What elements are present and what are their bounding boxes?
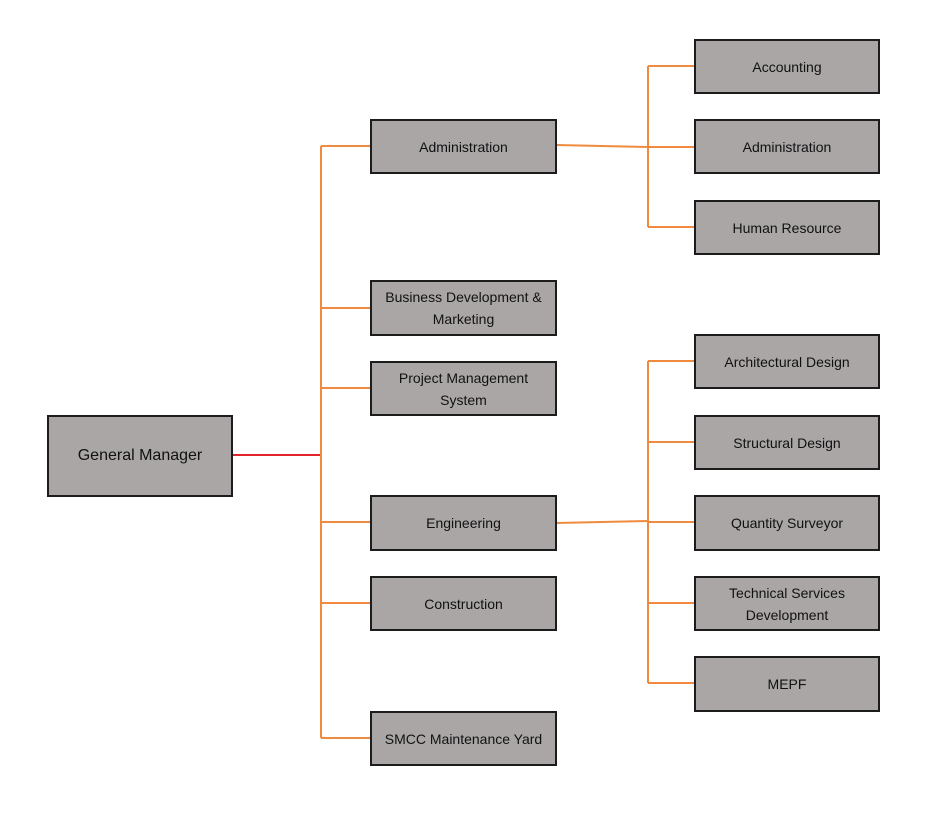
unit-label: Accounting (752, 58, 822, 75)
department-administration: Administration (370, 119, 557, 174)
engineering-link (555, 520, 649, 524)
department-label: Business Development & Marketing (385, 289, 542, 327)
department-label: Construction (424, 595, 503, 612)
unit-quantity-surveyor: Quantity Surveyor (694, 495, 880, 551)
unit-technical-services-development: Technical Services Development (694, 576, 880, 631)
department-label: Engineering (426, 515, 501, 531)
unit-structural-design: Structural Design (694, 415, 880, 470)
department-project-management-system: Project Management System (370, 361, 557, 416)
department-construction: Construction (370, 576, 557, 631)
department-label: SMCC Maintenance Yard (384, 730, 543, 747)
unit-label: Architectural Design (724, 353, 850, 370)
unit-architectural-design: Architectural Design (694, 334, 880, 389)
unit-label: Technical Services Development (729, 584, 845, 623)
department-smcc-maintenance-yard: SMCC Maintenance Yard (370, 711, 557, 766)
administration-link (555, 144, 649, 148)
department-engineering: Engineering (370, 495, 557, 551)
general-manager-box: General Manager (47, 415, 233, 497)
unit-label: Structural Design (733, 434, 841, 451)
unit-label: Administration (742, 138, 832, 155)
department-label: Project Management System (398, 369, 529, 408)
unit-human-resource: Human Resource (694, 200, 880, 255)
unit-administration: Administration (694, 119, 880, 174)
general-manager-label: General Manager (77, 447, 203, 464)
department-label: Administration (419, 138, 508, 155)
unit-label: MEPF (767, 676, 807, 692)
unit-accounting: Accounting (694, 39, 880, 94)
unit-label: Quantity Surveyor (730, 515, 844, 531)
unit-mepf: MEPF (694, 656, 880, 712)
unit-label: Human Resource (732, 219, 842, 236)
department-business-development-marketing: Business Development & Marketing (370, 280, 557, 336)
